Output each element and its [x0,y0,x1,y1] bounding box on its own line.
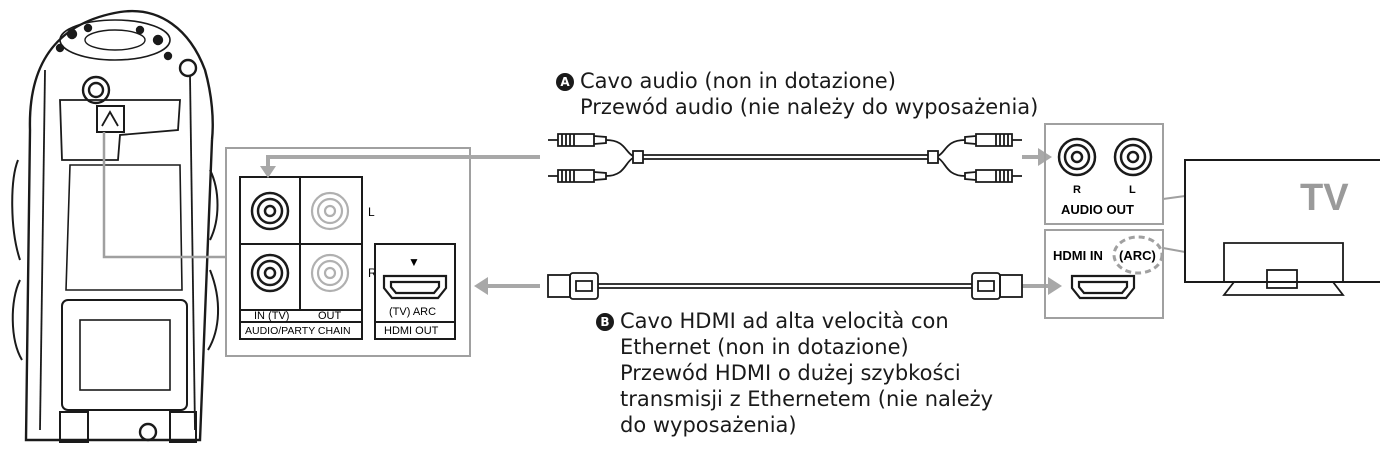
tv-arc-label: (TV) ARC [389,306,436,318]
speaker-panel-frame [225,147,471,357]
audio-signal-arrow-right [1022,148,1052,166]
tv-label: TV [1300,177,1349,219]
in-tv-jack-bottom [250,253,290,293]
hdmi-cable [547,272,1023,300]
cable-b-label-pl-1: Przewód HDMI o dużej szybkości [620,361,961,385]
cable-b-label-pl-2: transmisji z Ethernetem (nie należy [620,387,994,411]
hdmi-signal-arrow-left [474,277,540,295]
speaker-unit [11,9,219,443]
tv-audio-out-label: AUDIO OUT [1061,202,1134,217]
audio-cable [548,133,1022,183]
tv-audio-out-jack-r [1057,137,1097,177]
hdmi-out-label: HDMI OUT [384,325,439,337]
cable-b-badge: B [596,313,614,331]
speaker-jack-r-label: R [368,266,377,280]
cable-b-label-it-1: Cavo HDMI ad alta velocità con [620,309,949,333]
tv-audio-out-jack-l [1113,137,1153,177]
cable-a-label-pl: Przewód audio (nie należy do wyposażenia… [580,95,1039,119]
tv-jack-r-label: R [1073,184,1081,196]
tv-hdmi-in-label: HDMI IN [1053,248,1103,263]
callout-line [102,132,227,259]
out-jack-top [310,191,350,231]
in-tv-label: IN (TV) [254,310,289,322]
arc-highlight-ring [1112,235,1164,275]
tv-connector-panel [1044,123,1186,319]
in-tv-jack-top [250,191,290,231]
audio-party-chain-block [239,176,363,340]
out-label: OUT [318,310,342,322]
cable-a-label-it: Cavo audio (non in dotazione) [580,69,896,93]
cable-b-label: B Cavo HDMI ad alta velocità con [596,308,949,334]
audio-signal-arrow-left [260,155,540,178]
cable-a-badge: A [556,73,574,91]
hdmi-out-block [374,243,456,340]
tv-jack-l-label: L [1129,184,1136,196]
out-jack-bottom [310,253,350,293]
audio-party-chain-label: AUDIO/PARTY CHAIN [245,325,351,337]
cable-a-label: A Cavo audio (non in dotazione) [556,68,896,94]
tv-arc-label: (ARC) [1119,248,1156,263]
hdmi-port-tv [1070,274,1136,300]
hdmi-arc-arrow: ▼ [408,255,420,269]
cable-b-label-it-2: Ethernet (non in dotazione) [620,335,909,359]
tv-set [1184,159,1380,296]
hdmi-signal-arrow-right [1022,277,1062,295]
hdmi-port-speaker [382,274,448,300]
speaker-jack-l-label: L [368,205,375,219]
cable-b-label-pl-3: do wyposażenia) [620,413,797,437]
